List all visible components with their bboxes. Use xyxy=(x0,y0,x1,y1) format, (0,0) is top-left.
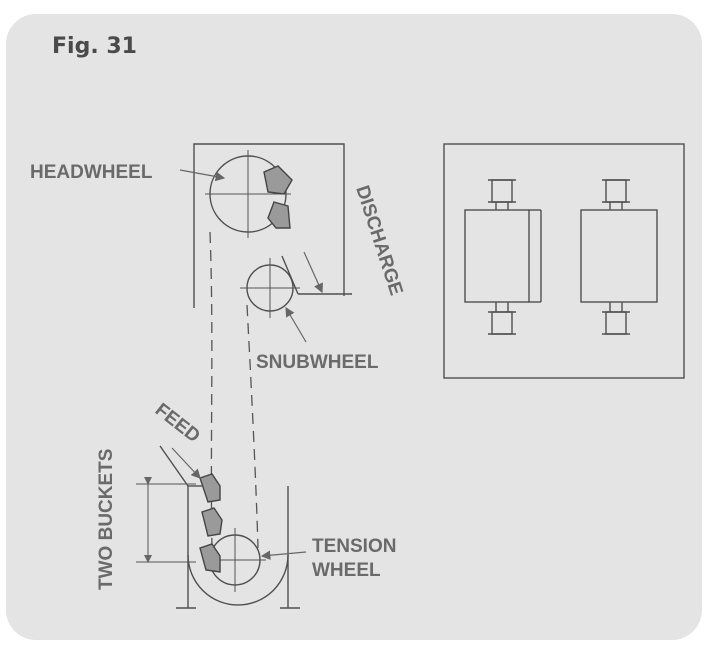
buckets xyxy=(199,165,293,573)
head-housing xyxy=(193,143,345,308)
feed-label: FEED xyxy=(151,399,204,447)
boot-housing xyxy=(176,486,300,609)
tension-wheel-label-line1: TENSION xyxy=(312,536,396,557)
bucket-head-2 xyxy=(267,201,291,229)
figure-panel xyxy=(6,14,702,640)
snubwheel xyxy=(240,258,300,318)
snubwheel-label: SNUBWHEEL xyxy=(256,352,379,373)
snubwheel-leader xyxy=(285,306,307,343)
tension-wheel-leader xyxy=(260,550,307,561)
side-view xyxy=(443,143,685,379)
bucket-boot-2 xyxy=(201,507,223,537)
headwheel-label: HEADWHEEL xyxy=(30,162,153,183)
discharge-leader xyxy=(303,251,323,294)
feed-leader xyxy=(171,447,201,479)
discharge-label: DISCHARGE xyxy=(351,183,406,298)
belt xyxy=(209,231,259,551)
side-view-right-wheel xyxy=(580,179,658,335)
two-buckets-dimension xyxy=(136,477,196,563)
bucket-boot-1 xyxy=(199,473,221,503)
bucket-head-1 xyxy=(263,165,293,195)
feed-chute xyxy=(159,445,202,487)
headwheel-leader xyxy=(179,169,226,182)
tension-wheel-label-line2: WHEEL xyxy=(312,560,381,581)
headwheel xyxy=(205,150,291,238)
figure-title: Fig. 31 xyxy=(52,34,137,59)
side-view-left-wheel xyxy=(464,179,542,335)
two-buckets-label: TWO BUCKETS xyxy=(96,449,117,590)
discharge-chute xyxy=(281,255,352,295)
bucket-boot-3 xyxy=(199,543,221,573)
